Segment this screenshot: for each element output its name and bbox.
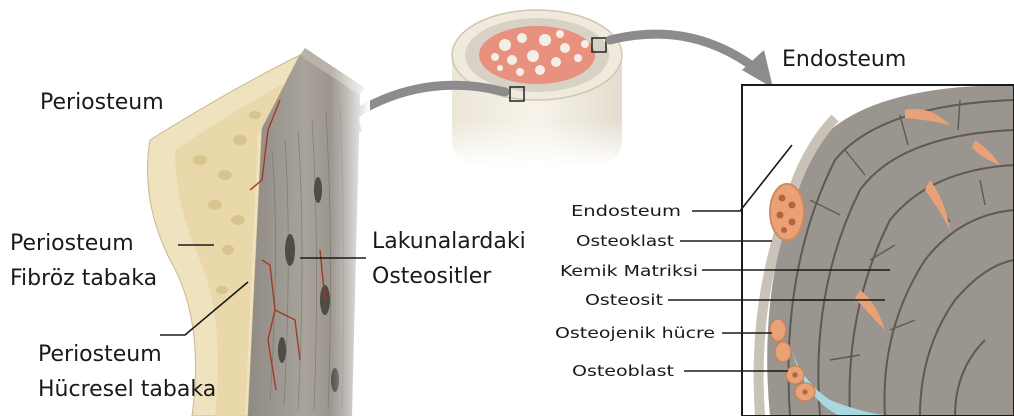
arrow-to-endosteum bbox=[610, 34, 755, 68]
label-fibroz-line1: Periosteum bbox=[10, 231, 134, 256]
label-osteoklast: Osteoklast bbox=[576, 232, 674, 250]
label-hucresel-line1: Periosteum bbox=[38, 342, 162, 367]
osteoclast-cell bbox=[770, 184, 804, 240]
arrow-to-endosteum-head bbox=[742, 50, 773, 88]
label-endosteum: Endosteum bbox=[571, 202, 681, 220]
label-osteojenik-hucre: Osteojenik hücre bbox=[555, 324, 715, 342]
label-fibroz-line2: Fibröz tabaka bbox=[10, 266, 157, 291]
label-osteoblast: Osteoblast bbox=[572, 362, 674, 380]
label-endosteum-title: Endosteum bbox=[782, 47, 906, 72]
endosteum-detail-panel bbox=[742, 85, 1014, 416]
label-lakuna-line1: Lakunalardaki bbox=[372, 229, 526, 254]
label-osteosit: Osteosit bbox=[585, 291, 663, 309]
label-hucresel-line2: Hücresel tabaka bbox=[38, 377, 216, 402]
periosteum-cross-section bbox=[148, 48, 371, 416]
label-kemik-matriksi: Kemik Matriksi bbox=[560, 262, 698, 280]
label-lakuna-line2: Osteositler bbox=[372, 264, 492, 289]
label-periosteum-top: Periosteum bbox=[40, 90, 164, 115]
